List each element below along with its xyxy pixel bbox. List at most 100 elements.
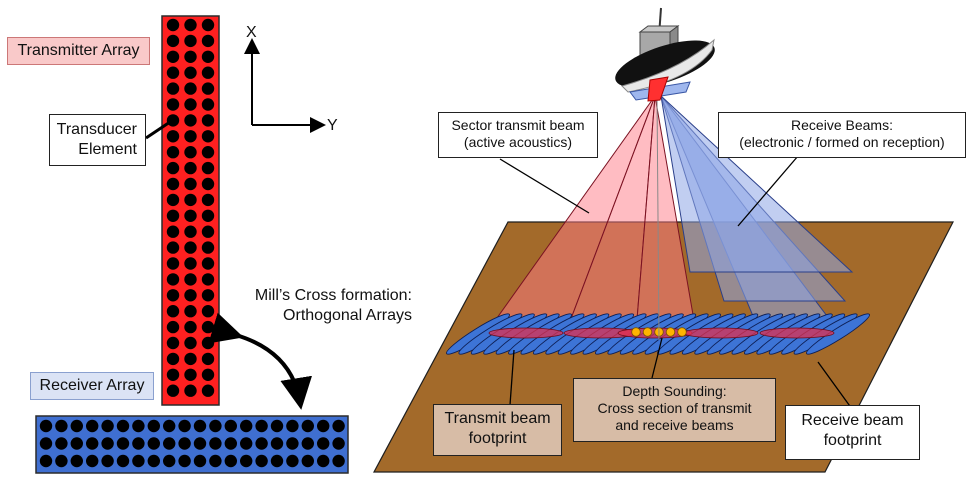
transducer-element-dot [166,320,180,334]
transducer-element-dot [184,161,197,175]
receiver-element-dot [163,437,176,450]
nadir-line [656,95,660,341]
receiver-element-dot [178,454,191,468]
receiver-element-dot [224,437,237,450]
transducer-element-line1: Transducer [56,121,137,138]
transducer-element-dot [201,34,215,48]
transducer-element-dot [166,18,180,32]
transmit-footprint-ellipse [488,327,564,339]
transducer-element-dot [201,320,215,334]
receiver-element-dot [86,454,99,468]
transducer-element-dot [184,384,197,397]
sector-transmit-line1: Sector transmit beam [451,117,585,133]
transducer-element-dot [166,241,180,254]
receiver-element-dot [101,419,114,433]
transducer-element-dot [166,193,180,207]
double-headed-curved-arrow-icon [208,312,312,410]
receiver-element-dot [270,454,284,468]
receiver-element-dot [317,419,330,433]
receiver-element-dot [163,454,176,468]
transducer-element-dot [166,161,180,175]
receive-footprint-line1: Receive beam [801,412,904,429]
transducer-element-dot [166,273,180,286]
transducer-element-dot [184,82,197,95]
transducer-element-dot [166,146,180,159]
receiver-elements [39,419,345,468]
receive-footprint-line2: footprint [823,431,882,449]
transducer-element-dot [166,257,180,270]
mills-cross-label: Mill’s Cross formation: Orthogonal Array… [232,286,412,325]
receiver-array-label: Receiver Array [30,372,154,400]
transducer-element-dot [166,384,180,397]
receiver-element-dot [209,437,222,450]
transducer-element-dot [184,241,197,254]
receiver-element-dot [240,419,253,433]
transducer-element-dot [184,257,197,270]
depth-sounding-dot [642,327,653,337]
transducer-element-dot [201,384,215,397]
transmitter-array-label: Transmitter Array [7,37,150,65]
receiver-element-dot [39,454,53,468]
receive-beams-label: Receive Beams: (electronic / formed on r… [718,112,966,158]
transducer-element-dot [184,336,197,350]
receive-beams [660,94,854,329]
receiver-element-dot [224,454,237,468]
transducer-element-dot [184,50,197,63]
receiver-element-dot [193,437,207,450]
receiver-element-dot [286,437,299,450]
depth-soundings [631,327,687,337]
transducer-element-dot [201,305,215,318]
transducer-element-dot [201,161,215,175]
axis-x-label: X [246,23,257,43]
receiver-element-dot [101,454,114,468]
transducer-element-dot [184,193,197,207]
transducer-element-dot [184,225,197,238]
receiver-element-dot [286,419,299,433]
transducer-element-dot [201,82,215,95]
transducer-element-dot [184,289,197,302]
transducer-element-dot [201,114,215,127]
transducer-element-dot [201,241,215,254]
receiver-element-dot [224,419,237,433]
receiver-element-dot [209,419,222,433]
receive-beams-line2: (electronic / formed on reception) [739,134,945,151]
receiver-element-dot [178,419,191,433]
transducer-element-dot [201,225,215,238]
receiver-element-dot [178,437,191,450]
mills-cross-line1: Mill’s Cross formation: [254,287,412,304]
transducer-element-dot [201,146,215,159]
vessel-icon [615,7,715,102]
transducer-element-dot [201,289,215,302]
transducer-element-dot [184,273,197,286]
transducer-element-dot [184,320,197,334]
receiver-element-dot [70,419,84,433]
axis-y-text: Y [327,117,338,134]
transducer-element-dot [184,305,197,318]
transducer-element-dot [166,130,180,143]
xy-axes [244,38,326,133]
receiver-element-dot [332,454,345,468]
receiver-element-dot [70,437,84,450]
transducer-element-dot [184,18,197,32]
receiver-element-dot [147,419,160,433]
transducer-element-dot [201,273,215,286]
axis-x-text: X [246,24,257,41]
receiver-element-dot [332,419,345,433]
transducer-element-dot [201,257,215,270]
transducer-element-line2: Element [78,140,137,158]
transducer-element-dot [184,114,197,127]
transducer-element-dot [166,66,180,79]
transducer-element-dot [201,209,215,222]
receiver-element-dot [132,437,145,450]
transducer-element-dot [201,193,215,207]
receiver-element-dot [317,437,330,450]
receiver-element-dot [301,454,314,468]
transmit-footprint-line2: footprint [468,429,527,447]
receiver-element-dot [240,454,253,468]
sector-transmit-beam-label: Sector transmit beam (active acoustics) [438,112,598,158]
transducer-element-dot [166,225,180,238]
receiver-element-dot [147,454,160,468]
transducer-element-dot [184,209,197,222]
receiver-element-dot [193,454,207,468]
receiver-element-dot [255,419,268,433]
